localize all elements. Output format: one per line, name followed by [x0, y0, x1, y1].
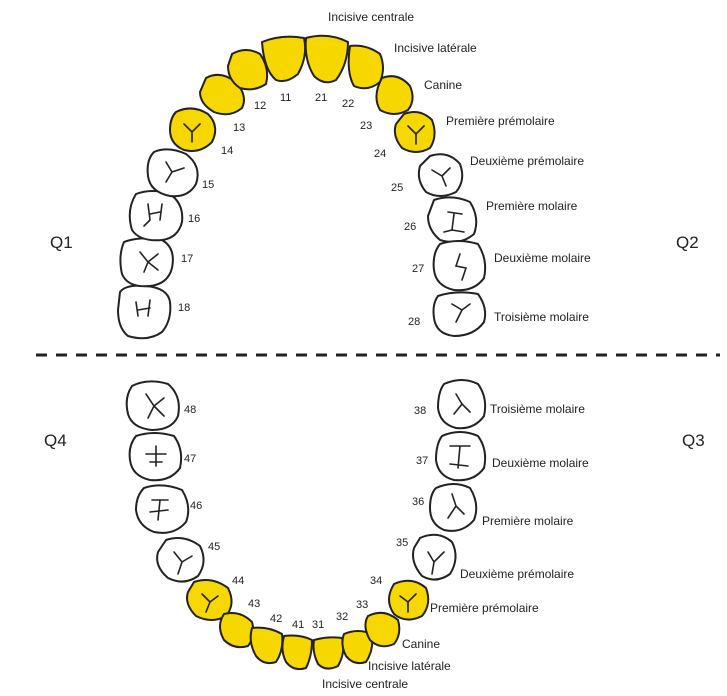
tooth-18: [118, 286, 170, 339]
name-upper-canine: Canine: [424, 78, 462, 92]
tooth-number-34: 34: [370, 575, 382, 587]
tooth-number-46: 46: [190, 500, 202, 512]
tooth-12: [228, 50, 267, 89]
name-lower-deuxieme-premolaire: Deuxième prémolaire: [460, 567, 574, 581]
tooth-number-28: 28: [408, 316, 420, 328]
tooth-number-24: 24: [374, 148, 386, 160]
tooth-36: [430, 484, 476, 531]
tooth-37: [436, 432, 485, 480]
tooth-number-38: 38: [414, 405, 426, 417]
name-upper-troisieme-molaire: Troisième molaire: [494, 310, 589, 324]
tooth-number-35: 35: [396, 537, 408, 549]
name-lower-canine: Canine: [402, 637, 440, 651]
tooth-48: [127, 381, 179, 430]
name-lower-premiere-premolaire: Première prémolaire: [430, 601, 539, 615]
tooth-number-37: 37: [416, 455, 428, 467]
name-upper-incisive-laterale: Incisive latérale: [394, 41, 477, 55]
tooth-number-17: 17: [181, 253, 193, 265]
tooth-34: [389, 581, 428, 620]
quadrant-label-q1: Q1: [50, 233, 73, 252]
quadrant-label-q4: Q4: [44, 431, 67, 450]
tooth-number-21: 21: [315, 92, 327, 104]
tooth-27: [434, 241, 486, 290]
tooth-number-42: 42: [270, 613, 282, 625]
tooth-number-33: 33: [356, 599, 368, 611]
tooth-16: [130, 191, 183, 240]
name-lower-incisive-centrale: Incisive centrale: [322, 677, 408, 691]
tooth-number-11: 11: [280, 92, 291, 104]
quadrant-label-q2: Q2: [676, 233, 699, 252]
tooth-17: [120, 238, 172, 286]
name-upper-incisive-centrale: Incisive centrale: [328, 10, 414, 24]
tooth-21: [306, 36, 348, 83]
tooth-number-23: 23: [360, 120, 372, 132]
tooth-number-44: 44: [232, 575, 244, 587]
tooth-33: [365, 613, 399, 646]
tooth-23: [376, 76, 412, 114]
quadrant-label-q3: Q3: [682, 431, 705, 450]
tooth-26: [428, 197, 476, 242]
name-lower-incisive-laterale: Incisive latérale: [368, 659, 451, 673]
tooth-31: [314, 637, 344, 668]
tooth-11: [262, 37, 305, 81]
tooth-number-36: 36: [412, 496, 424, 508]
tooth-42: [251, 628, 283, 664]
tooth-number-48: 48: [184, 404, 196, 416]
tooth-41: [282, 636, 312, 670]
tooth-number-25: 25: [391, 182, 403, 194]
tooth-number-14: 14: [221, 145, 233, 157]
name-upper-premiere-premolaire: Première prémolaire: [446, 114, 555, 128]
tooth-number-22: 22: [342, 98, 354, 110]
tooth-number-32: 32: [336, 611, 348, 623]
tooth-number-43: 43: [248, 598, 260, 610]
tooth-number-12: 12: [254, 100, 266, 112]
name-lower-premiere-molaire: Première molaire: [482, 514, 574, 528]
tooth-number-16: 16: [188, 213, 200, 225]
tooth-number-13: 13: [233, 122, 245, 134]
tooth-number-41: 41: [292, 619, 304, 631]
tooth-number-31: 31: [312, 619, 324, 631]
tooth-46: [136, 485, 188, 532]
lower-arch: [127, 380, 485, 669]
name-upper-premiere-molaire: Première molaire: [486, 199, 578, 213]
name-lower-deuxieme-molaire: Deuxième molaire: [492, 456, 589, 470]
tooth-15: [148, 149, 198, 196]
tooth-number-27: 27: [412, 263, 424, 275]
tooth-number-26: 26: [404, 221, 416, 233]
tooth-22: [349, 46, 383, 89]
tooth-number-45: 45: [208, 541, 220, 553]
name-upper-deuxieme-molaire: Deuxième molaire: [494, 251, 591, 265]
tooth-35: [413, 535, 456, 580]
tooth-number-47: 47: [184, 453, 196, 465]
name-lower-troisieme-molaire: Troisième molaire: [490, 402, 585, 416]
tooth-43: [220, 613, 253, 647]
tooth-number-18: 18: [178, 302, 190, 314]
tooth-number-15: 15: [202, 179, 214, 191]
name-upper-deuxieme-premolaire: Deuxième prémolaire: [470, 154, 584, 168]
tooth-14: [170, 108, 215, 151]
